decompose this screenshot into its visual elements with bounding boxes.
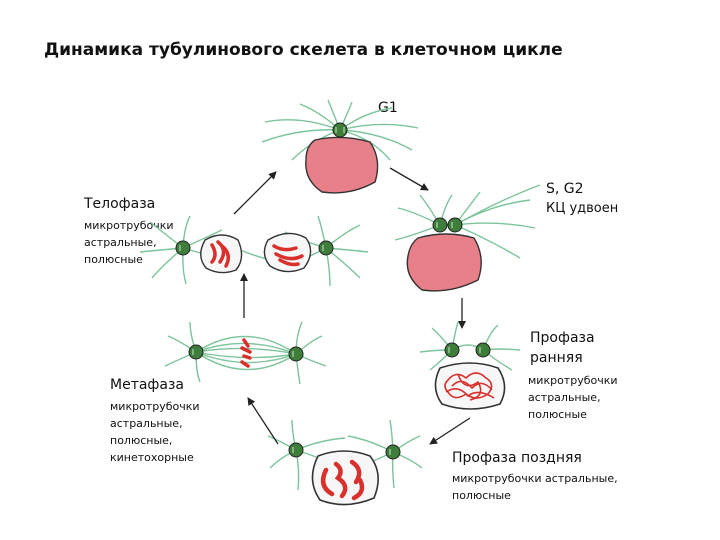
centrosome bbox=[475, 342, 491, 358]
note-prophase-late-line: микротрубочки астральные, bbox=[452, 472, 618, 485]
note-metaphase-line: кинетохорные bbox=[110, 451, 194, 464]
chromosomes bbox=[210, 240, 304, 268]
label-s-g2: S, G2 bbox=[546, 181, 584, 197]
centrosome bbox=[432, 217, 448, 233]
note-telophase: микротрубочки астральные, полюсные bbox=[84, 217, 174, 268]
daughter-cell-left bbox=[200, 234, 243, 274]
centrosome bbox=[288, 346, 304, 362]
note-prophase-early-line: полюсные bbox=[528, 408, 587, 421]
chromosomes bbox=[240, 338, 252, 368]
label-prophase-early-1: Профаза bbox=[530, 330, 595, 346]
note-prophase-late: микротрубочки астральные, полюсные bbox=[452, 470, 618, 504]
microtubules bbox=[139, 215, 369, 287]
cell-g1 bbox=[261, 99, 419, 194]
nucleus bbox=[406, 233, 482, 292]
daughter-cell-right bbox=[263, 232, 312, 273]
diagram-title: Динамика тубулинового скелета в клеточно… bbox=[44, 40, 563, 60]
cycle-arrows bbox=[233, 167, 471, 445]
nucleus bbox=[305, 136, 379, 194]
centrosome bbox=[332, 122, 348, 138]
label-telophase: Телофаза bbox=[84, 196, 156, 212]
cell-prophase-late bbox=[267, 419, 423, 506]
centrosome bbox=[288, 442, 304, 458]
label-metaphase: Метафаза bbox=[110, 377, 184, 393]
centrosome bbox=[188, 344, 204, 360]
centrosome bbox=[318, 240, 334, 256]
note-prophase-early: микротрубочки астральные, полюсные bbox=[528, 372, 618, 423]
centrosome bbox=[385, 444, 401, 460]
arrow-g1-to-s-g2 bbox=[389, 167, 429, 191]
label-prophase-late: Профаза поздняя bbox=[452, 450, 582, 466]
label-prophase-early-2: ранняя bbox=[530, 350, 583, 366]
centrosome bbox=[447, 217, 463, 233]
note-metaphase-line: астральные, bbox=[110, 417, 183, 430]
cell-prophase-early bbox=[419, 321, 521, 410]
note-metaphase: микротрубочки астральные, полюсные, кине… bbox=[110, 398, 200, 466]
centrosome bbox=[444, 342, 460, 358]
note-prophase-early-line: микротрубочки bbox=[528, 374, 618, 387]
note-prophase-late-line: полюсные bbox=[452, 489, 511, 502]
note-metaphase-line: полюсные, bbox=[110, 434, 173, 447]
note-metaphase-line: микротрубочки bbox=[110, 400, 200, 413]
note-telophase-line: астральные, bbox=[84, 236, 157, 249]
note-prophase-early-line: астральные, bbox=[528, 391, 601, 404]
cell-s-g2 bbox=[394, 184, 541, 292]
arrow-prophase-early-to-late bbox=[429, 417, 471, 445]
label-centrosome-doubled: КЦ удвоен bbox=[546, 201, 619, 216]
arrow-prophase-late-to-metaphase bbox=[247, 397, 279, 445]
note-telophase-line: полюсные bbox=[84, 253, 143, 266]
cell-metaphase bbox=[164, 321, 327, 385]
arrow-telophase-to-g1 bbox=[233, 171, 277, 215]
chromosomes bbox=[320, 459, 365, 501]
centrosome bbox=[175, 240, 191, 256]
cell-telophase bbox=[139, 215, 369, 287]
chromatin bbox=[444, 372, 495, 401]
